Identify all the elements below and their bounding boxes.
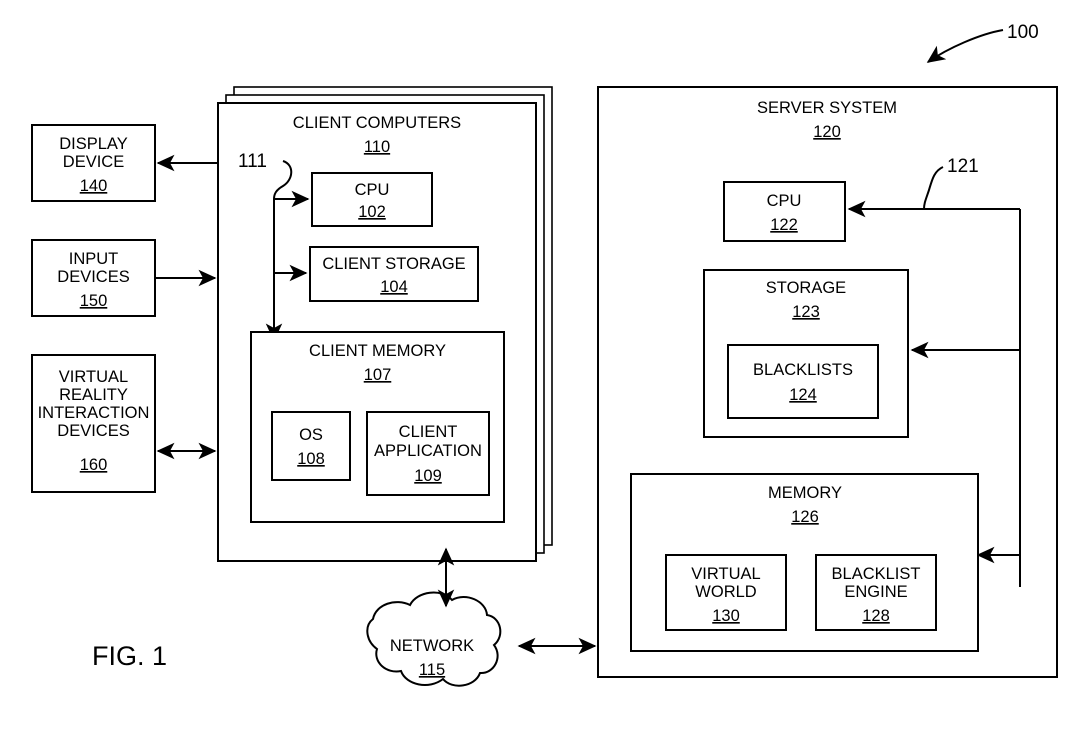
client-memory-ref: 107 xyxy=(364,366,392,384)
network-ref: 115 xyxy=(419,661,445,679)
vr-devices-label-line3: INTERACTION xyxy=(38,404,150,422)
client-application-label-line2: APPLICATION xyxy=(374,442,482,460)
client-computers-title: CLIENT COMPUTERS 110 xyxy=(293,114,461,156)
figure-caption: FIG. 1 xyxy=(92,641,167,671)
server-memory-label: MEMORY xyxy=(768,484,842,502)
virtual-reality-interaction-devices-box: VIRTUAL REALITY INTERACTION DEVICES 160 xyxy=(31,354,156,493)
client-bus-ref-label: 111 xyxy=(238,151,267,172)
blacklist-engine-label-line2: ENGINE xyxy=(844,583,907,601)
server-cpu-box: CPU 122 xyxy=(723,181,846,242)
client-application-ref: 109 xyxy=(414,467,442,485)
server-cpu-ref: 122 xyxy=(770,216,798,234)
server-system-label: SERVER SYSTEM xyxy=(757,99,897,117)
input-devices-label-line2: DEVICES xyxy=(57,268,129,286)
client-storage-label: CLIENT STORAGE xyxy=(322,255,465,273)
client-storage-box: CLIENT STORAGE 104 xyxy=(309,246,479,302)
blacklist-engine-box: BLACKLIST ENGINE 128 xyxy=(815,554,937,631)
client-computers-label: CLIENT COMPUTERS xyxy=(293,114,461,132)
system-100-callout: 100 xyxy=(926,22,1039,63)
server-cpu-label: CPU xyxy=(767,192,802,210)
virtual-world-label-line1: VIRTUAL xyxy=(691,565,760,583)
display-device-label-line2: DEVICE xyxy=(63,153,124,171)
client-memory-box: CLIENT MEMORY 107 OS 108 CLIENT APPLICAT… xyxy=(250,331,505,523)
server-storage-box: STORAGE 123 BLACKLISTS 124 xyxy=(703,269,909,438)
vr-devices-label-line2: REALITY xyxy=(59,386,128,404)
display-device-ref: 140 xyxy=(80,177,108,195)
input-devices-box: INPUT DEVICES 150 xyxy=(31,239,156,317)
client-memory-label: CLIENT MEMORY xyxy=(309,342,446,360)
server-bus-121: 121 xyxy=(847,156,1021,587)
input-devices-label-line1: INPUT xyxy=(69,250,119,268)
server-bus-ref-label: 121 xyxy=(947,156,979,177)
vr-devices-label-line1: VIRTUAL xyxy=(59,368,128,386)
display-device-box: DISPLAY DEVICE 140 xyxy=(31,124,156,202)
server-memory-box: MEMORY 126 VIRTUAL WORLD 130 BLACKLIST E… xyxy=(630,473,979,652)
server-system-ref: 120 xyxy=(813,123,841,141)
blacklist-engine-ref: 128 xyxy=(862,607,890,625)
vr-devices-label-line4: DEVICES xyxy=(57,422,129,440)
client-cpu-label: CPU xyxy=(355,181,390,199)
blacklists-ref: 124 xyxy=(789,386,817,404)
system-ref-label: 100 xyxy=(1007,22,1039,43)
input-devices-ref: 150 xyxy=(80,292,108,310)
client-storage-ref: 104 xyxy=(380,278,408,296)
server-memory-ref: 126 xyxy=(791,508,819,526)
network-label: NETWORK xyxy=(390,637,474,655)
client-os-box: OS 108 xyxy=(271,411,351,481)
server-storage-label: STORAGE xyxy=(766,279,846,297)
display-device-label-line1: DISPLAY xyxy=(59,135,127,153)
client-os-ref: 108 xyxy=(297,450,325,468)
vr-devices-ref: 160 xyxy=(80,456,108,474)
client-application-box: CLIENT APPLICATION 109 xyxy=(366,411,490,496)
virtual-world-box: VIRTUAL WORLD 130 xyxy=(665,554,787,631)
blacklists-label: BLACKLISTS xyxy=(753,361,853,379)
client-bus-111: 111 xyxy=(238,151,310,342)
virtual-world-label-line2: WORLD xyxy=(695,583,757,601)
client-application-label-line1: CLIENT xyxy=(399,423,458,441)
server-storage-ref: 123 xyxy=(792,303,820,321)
client-cpu-box: CPU 102 xyxy=(311,172,433,227)
client-os-label: OS xyxy=(299,426,323,444)
client-computers-ref: 110 xyxy=(364,138,390,156)
blacklists-box: BLACKLISTS 124 xyxy=(727,344,879,419)
network-cloud: NETWORK 115 xyxy=(366,591,502,687)
client-cpu-ref: 102 xyxy=(358,203,386,221)
peripheral-connector-lines xyxy=(155,122,219,495)
blacklist-engine-label-line1: BLACKLIST xyxy=(832,565,921,583)
virtual-world-ref: 130 xyxy=(712,607,740,625)
